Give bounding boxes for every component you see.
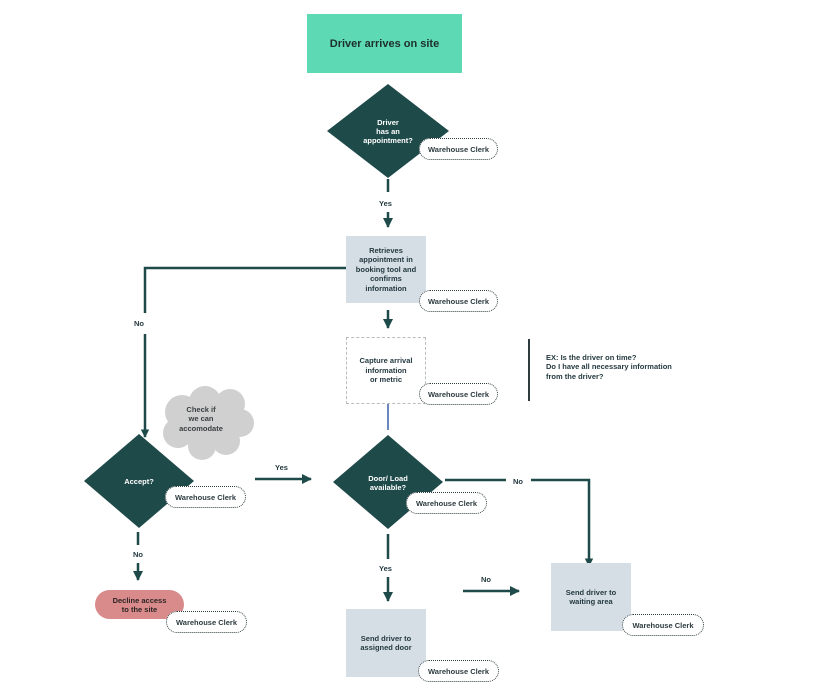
decision-appointment-shape [327, 84, 449, 178]
decision-accept-shape [84, 434, 194, 528]
edge-label-no-accept: No [133, 550, 143, 559]
role-badge-door: Warehouse Clerk [406, 492, 487, 514]
process-send-to-waiting[interactable]: Send driver to waiting area [551, 563, 631, 631]
decision-accept-label[interactable]: Accept? [124, 476, 154, 486]
role-badge-capture: Warehouse Clerk [419, 383, 498, 405]
decision-door-label[interactable]: Door/ Load available? [368, 474, 408, 492]
role-badge-retrieve: Warehouse Clerk [419, 290, 498, 312]
decision-appointment-label[interactable]: Driver has an appointment? [363, 117, 413, 145]
edge-label-no-door: No [513, 477, 523, 486]
edge-label-yes-accept: Yes [275, 463, 288, 472]
edge-label-yes-door: Yes [379, 564, 392, 573]
annotation-note: EX: Is the driver on time? Do I have all… [528, 339, 718, 401]
role-badge-decline: Warehouse Clerk [166, 611, 247, 633]
edge-label-no-retrieve: No [134, 319, 144, 328]
role-badge-send-waiting: Warehouse Clerk [622, 614, 704, 636]
start-node[interactable]: Driver arrives on site [307, 14, 462, 73]
edge-door-no-right [531, 478, 594, 567]
role-badge-send-door: Warehouse Clerk [418, 660, 499, 682]
role-badge-accept: Warehouse Clerk [165, 486, 246, 508]
cloud-shape [163, 386, 254, 460]
process-send-to-door[interactable]: Send driver to assigned door [346, 609, 426, 677]
edge-label-no-lower: No [481, 575, 491, 584]
process-capture-arrival[interactable]: Capture arrival information or metric [346, 337, 426, 404]
cloud-check-accommodate-label: Check if we can accomodate [179, 405, 223, 433]
role-badge-appointment: Warehouse Clerk [419, 138, 498, 160]
edge-retrieve-no-top [143, 266, 346, 313]
process-retrieve-appointment[interactable]: Retrieves appointment in booking tool an… [346, 236, 426, 303]
edge-label-yes-appointment: Yes [379, 199, 392, 208]
